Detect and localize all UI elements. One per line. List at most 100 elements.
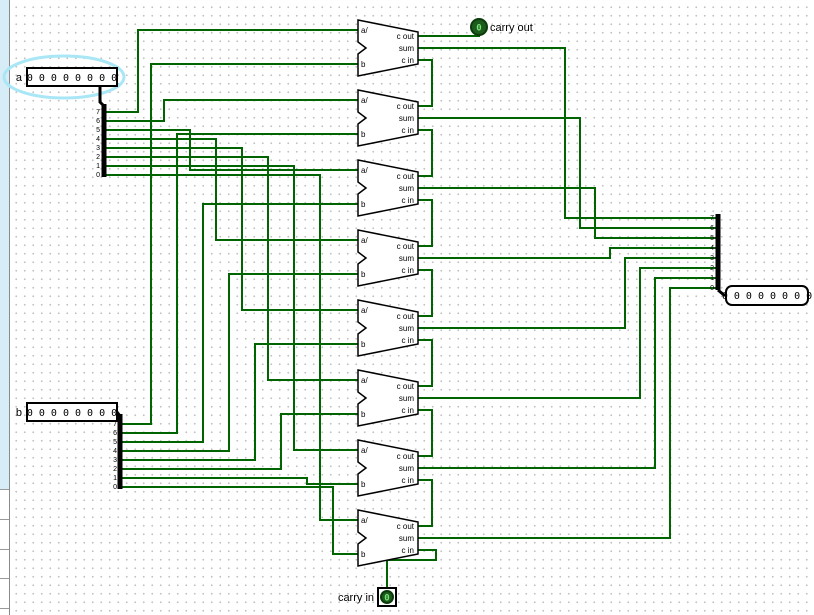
adder-port-cin-label: c in xyxy=(402,196,414,205)
wire-a-bit5[interactable] xyxy=(104,129,358,171)
wires-input-b xyxy=(120,63,358,555)
wire-sum-bit4[interactable] xyxy=(418,247,718,259)
adder-port-cout-label: c out xyxy=(397,312,415,321)
wire-carry-out[interactable] xyxy=(418,35,480,37)
wire-b-bit0[interactable] xyxy=(120,486,358,555)
output-pin-sum[interactable] xyxy=(725,285,809,306)
wire-carry-5to6[interactable] xyxy=(418,129,433,177)
wire-b-bit6[interactable] xyxy=(120,133,358,434)
wire-carry-6to7[interactable] xyxy=(418,59,433,107)
wire-sum-bit6[interactable] xyxy=(418,117,718,229)
splitter-b[interactable]: 7 6 5 4 3 2 1 0 xyxy=(113,411,123,491)
splitter-a-bit-label: 2 xyxy=(96,154,100,161)
wire-a-bit6[interactable] xyxy=(104,99,358,122)
wire-a-bit0[interactable] xyxy=(104,174,358,521)
splitter-a-bit-label: 0 xyxy=(96,172,100,179)
full-adder-body[interactable] xyxy=(357,89,419,147)
wire-b-bit4[interactable] xyxy=(120,273,358,452)
splitter-a-bit-label: 3 xyxy=(96,145,100,152)
wire-carry-3to4[interactable] xyxy=(418,269,433,317)
splitter-a[interactable]: 7 6 5 4 3 2 1 0 xyxy=(96,86,107,179)
carry-in-group: 0 carry in xyxy=(338,587,397,607)
adder-port-sum-label: sum xyxy=(399,324,414,333)
wire-carry-4to5[interactable] xyxy=(418,199,433,247)
wire-b-bit2[interactable] xyxy=(120,413,358,470)
full-adder-6[interactable]: a/ b c out sum c in xyxy=(357,89,419,147)
adder-port-a-label: a/ xyxy=(361,446,368,455)
full-adder-5[interactable]: a/ b c out sum c in xyxy=(357,159,419,217)
carry-out-group: 0 carry out xyxy=(470,18,533,36)
splitter-b-bit-label: 0 xyxy=(113,484,117,491)
splitter-a-bit-label: 6 xyxy=(96,118,100,125)
splitter-a-bit-label: 7 xyxy=(96,109,100,116)
full-adder-body[interactable] xyxy=(357,509,419,567)
adder-port-cin-label: c in xyxy=(402,266,414,275)
wire-sum-bit5[interactable] xyxy=(418,187,718,239)
wire-a-bit3[interactable] xyxy=(104,147,358,311)
wire-b-bit7[interactable] xyxy=(120,63,358,425)
splitter-output-bit-label: 2 xyxy=(710,265,714,272)
wire-a-bit7[interactable] xyxy=(104,29,358,113)
carry-out-pin[interactable] xyxy=(470,18,488,36)
full-adder-4[interactable]: a/ b c out sum c in xyxy=(357,229,419,287)
selection-halo xyxy=(2,54,126,100)
wire-sum-bit1[interactable] xyxy=(418,277,718,469)
splitter-output-bit-label: 5 xyxy=(710,235,714,242)
splitter-output[interactable]: 7 6 5 4 3 2 1 0 xyxy=(710,214,726,297)
carry-in-value: 0 xyxy=(384,594,389,604)
input-pin-b-value[interactable]: 0 0 0 0 0 0 0 0 xyxy=(27,408,117,419)
wire-a-bit1[interactable] xyxy=(104,165,358,451)
splitter-b-bit-label: 3 xyxy=(113,457,117,464)
full-adder-body[interactable] xyxy=(357,229,419,287)
input-pin-b[interactable] xyxy=(26,402,118,422)
adder-port-b-label: b xyxy=(361,130,366,139)
adder-port-a-label: a/ xyxy=(361,96,368,105)
full-adder-body[interactable] xyxy=(357,369,419,427)
adder-port-sum-label: sum xyxy=(399,114,414,123)
input-pin-a[interactable] xyxy=(26,67,118,87)
wire-carry-1to2[interactable] xyxy=(418,409,433,457)
full-adder-0[interactable]: a/ b c out sum c in xyxy=(357,509,419,567)
full-adder-3[interactable]: a/ b c out sum c in xyxy=(357,299,419,357)
wire-sum-bit0[interactable] xyxy=(418,287,718,539)
carry-in-led[interactable] xyxy=(380,590,394,604)
splitter-output-bit-label: 0 xyxy=(710,285,714,292)
input-pin-a-label: a xyxy=(16,72,23,84)
adder-port-b-label: b xyxy=(361,340,366,349)
wire-b-bit5[interactable] xyxy=(120,203,358,443)
wire-carry-in[interactable] xyxy=(386,549,437,588)
adder-port-sum-label: sum xyxy=(399,44,414,53)
full-adder-body[interactable] xyxy=(357,299,419,357)
wire-a-bit4[interactable] xyxy=(104,138,358,241)
wire-b-bit3[interactable] xyxy=(120,343,358,461)
splitter-output-bit-label: 3 xyxy=(710,255,714,262)
splitter-output-bit-label: 1 xyxy=(710,275,714,282)
adder-port-sum-label: sum xyxy=(399,534,414,543)
wire-b-bit1[interactable] xyxy=(120,477,358,485)
splitter-output-bit-label: 6 xyxy=(710,225,714,232)
wire-sum-bit7[interactable] xyxy=(418,47,718,219)
adder-port-b-label: b xyxy=(361,270,366,279)
wire-sum-bit3[interactable] xyxy=(418,257,718,329)
full-adder-body[interactable] xyxy=(357,159,419,217)
full-adder-body[interactable] xyxy=(357,19,419,77)
full-adder-2[interactable]: a/ b c out sum c in xyxy=(357,369,419,427)
splitter-b-bit-label: 4 xyxy=(113,448,117,455)
wire-carry-2to3[interactable] xyxy=(418,339,433,387)
full-adder-1[interactable]: a/ b c out sum c in xyxy=(357,439,419,497)
wire-carry-0to1[interactable] xyxy=(418,479,433,527)
splitter-b-bit-label: 5 xyxy=(113,439,117,446)
adder-port-a-label: a/ xyxy=(361,26,368,35)
adder-port-a-label: a/ xyxy=(361,376,368,385)
input-pin-a-value[interactable]: 0 0 0 0 0 0 0 0 xyxy=(27,73,117,84)
adder-port-b-label: b xyxy=(361,200,366,209)
wire-a-bit2[interactable] xyxy=(104,156,358,381)
splitter-a-trunk[interactable] xyxy=(98,86,106,108)
wire-sum-bit2[interactable] xyxy=(418,267,718,399)
splitter-b-bit-label: 7 xyxy=(113,421,117,428)
full-adder-body[interactable] xyxy=(357,439,419,497)
adder-port-a-label: a/ xyxy=(361,306,368,315)
adder-port-cout-label: c out xyxy=(397,522,415,531)
full-adder-7[interactable]: a/ b c out sum c in xyxy=(357,19,419,77)
